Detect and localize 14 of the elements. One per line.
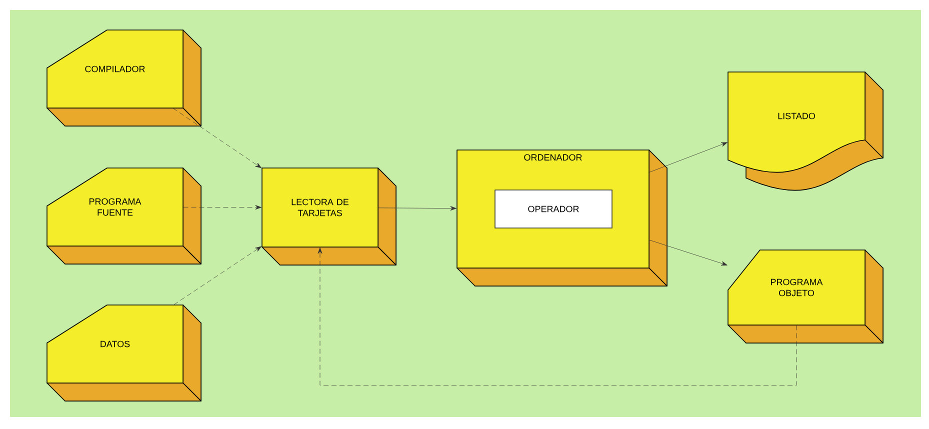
node-label: ORDENADOR [524, 154, 582, 161]
arrow [318, 248, 797, 386]
card-box: PROGRAMA OBJETO [728, 250, 884, 344]
arrow [649, 240, 728, 266]
card-box: PROGRAMA FUENTE [46, 168, 202, 264]
arrow [174, 246, 262, 305]
arrow [649, 142, 728, 173]
arrow [172, 108, 262, 168]
process-box: LECTORA DE TARJETAS [262, 168, 396, 266]
card-box: COMPILADOR [46, 30, 202, 126]
arrow [378, 206, 456, 211]
operator-box: OPERADOR [494, 190, 612, 228]
arrow [183, 205, 262, 210]
card-box: DATOS [46, 304, 202, 402]
